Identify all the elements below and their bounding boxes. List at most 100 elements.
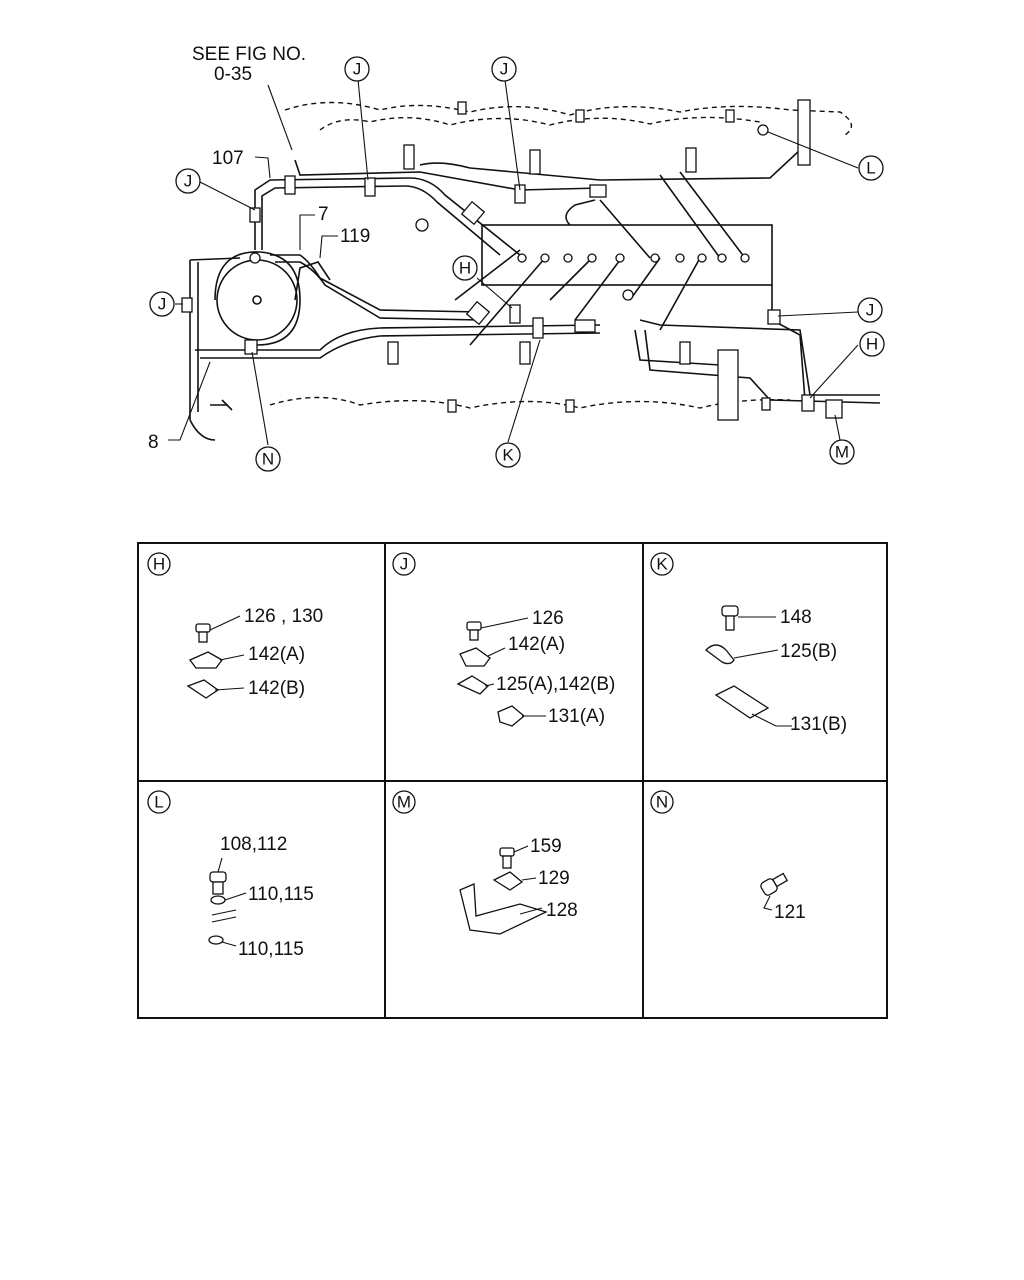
bracket-top-right (797, 99, 811, 166)
leader-M (834, 414, 841, 441)
pipe-clips (181, 101, 843, 419)
callout-M: M (829, 439, 855, 465)
svg-text:H: H (866, 335, 878, 354)
injection-line-10 (565, 199, 596, 226)
gear-housing (214, 251, 301, 346)
pipe-119-riser (294, 261, 331, 301)
svg-text:J: J (158, 295, 167, 314)
bolt-126-icon (466, 621, 482, 641)
detail-panel-J: J 126 142(A) 125(A),142(B) 131(A) (392, 552, 615, 727)
callout-N: N (255, 446, 281, 472)
pipe-right-2 (639, 319, 880, 396)
see-fig-note: SEE FIG NO. (192, 44, 306, 65)
bolt-121-icon (760, 872, 789, 896)
label-110-115-b: 110,115 (238, 939, 304, 960)
leader-L (767, 131, 859, 169)
label-142a: 142(A) (248, 644, 305, 665)
leader-K (507, 339, 541, 443)
callout-H-mid: H (452, 255, 478, 281)
panel-J-letter: J (400, 555, 409, 574)
label-131b: 131(B) (790, 714, 847, 735)
ref-7: 7 (318, 204, 329, 225)
detail-panel-grid (137, 542, 888, 1019)
panel-L-letter: L (154, 793, 163, 812)
injection-line-8 (679, 171, 746, 259)
pipe-right-1 (771, 285, 806, 401)
nozzle-row (517, 253, 750, 263)
fitting-L (757, 124, 769, 136)
engine-outline-upper (284, 101, 853, 136)
callout-J-left-top: J (175, 168, 201, 194)
leader-J-left-top (199, 181, 256, 211)
label-142b: 142(B) (248, 678, 305, 699)
callout-J-left-mid: J (149, 291, 175, 317)
pipe-loop-outer (189, 257, 241, 441)
label-126-130: 126 , 130 (244, 606, 323, 627)
clip-129-icon (492, 871, 524, 891)
timing-gear (216, 259, 298, 341)
svg-text:K: K (502, 446, 514, 465)
fitting-left-top (415, 218, 429, 232)
pipe-right-3 (644, 329, 881, 404)
label-142a-j: 142(A) (508, 634, 565, 655)
detail-panel-H: H 126 , 130 142(A) 142(B) (147, 552, 323, 699)
washer-110-icon (210, 895, 226, 905)
leader-J-top-2 (504, 79, 521, 191)
callout-J-right: J (857, 297, 883, 323)
panel-H-letter: H (153, 555, 165, 574)
ref-8: 8 (148, 432, 159, 453)
timing-gear-hub (252, 295, 262, 305)
banjo-pipe-icon (211, 909, 237, 923)
leader-J-right (777, 311, 859, 317)
svg-text:L: L (866, 159, 875, 178)
injection-line-1 (454, 249, 521, 301)
bolt-159-icon (499, 847, 515, 869)
leader-107 (254, 156, 271, 179)
bracket-128-icon (459, 883, 548, 935)
bracket-right (717, 349, 739, 421)
label-108-112: 108,112 (220, 834, 287, 855)
leader-H-mid (476, 277, 513, 309)
panel-K-letter: K (656, 555, 668, 574)
label-125a-142b: 125(A),142(B) (496, 674, 615, 695)
leader-8 (168, 361, 211, 441)
leader-J-top-1 (357, 79, 369, 181)
injection-line-2 (469, 257, 546, 346)
pipe-upper-3 (294, 159, 601, 191)
callout-K: K (495, 442, 521, 468)
detail-panel-M: M 159 129 128 (392, 790, 578, 935)
injection-pump-block (481, 224, 773, 286)
panel-N-letter: N (656, 793, 668, 812)
detail-panel-L: L 108,112 110,115 110,115 (147, 790, 314, 960)
clip-125a-icon (456, 675, 490, 695)
clip-142a-icon (188, 651, 223, 669)
injection-line-3 (549, 259, 591, 301)
ref-107: 107 (212, 148, 244, 169)
detail-panel-N: N 121 (650, 790, 806, 923)
label-126: 126 (532, 608, 564, 629)
clip-142b-icon (186, 679, 220, 699)
label-131a: 131(A) (548, 706, 605, 727)
clip-142a-j-icon (459, 647, 491, 667)
injection-line-4 (574, 259, 621, 321)
bolt-148-icon (721, 605, 739, 631)
svg-text:M: M (835, 443, 849, 462)
ref-119: 119 (340, 226, 370, 247)
svg-text:N: N (262, 450, 274, 469)
pipe-bottom-run (195, 324, 601, 351)
leader-see-fig (267, 84, 293, 151)
bolt-108-icon (209, 871, 227, 895)
pipe-119 (275, 261, 481, 321)
pipe-upper-2 (261, 185, 501, 256)
label-125b: 125(B) (780, 641, 837, 662)
engine-outline-upper-inner (319, 116, 761, 131)
bracket-131a-icon (497, 705, 526, 727)
injection-line-9 (599, 199, 651, 259)
detail-panel-K: K 148 125(B) 131(B) (650, 552, 847, 735)
leader-H-right (809, 344, 859, 399)
label-128: 128 (546, 900, 578, 921)
pipe-upper-1 (254, 177, 521, 256)
callout-J-top-2: J (491, 56, 517, 82)
leader-N (251, 351, 269, 446)
